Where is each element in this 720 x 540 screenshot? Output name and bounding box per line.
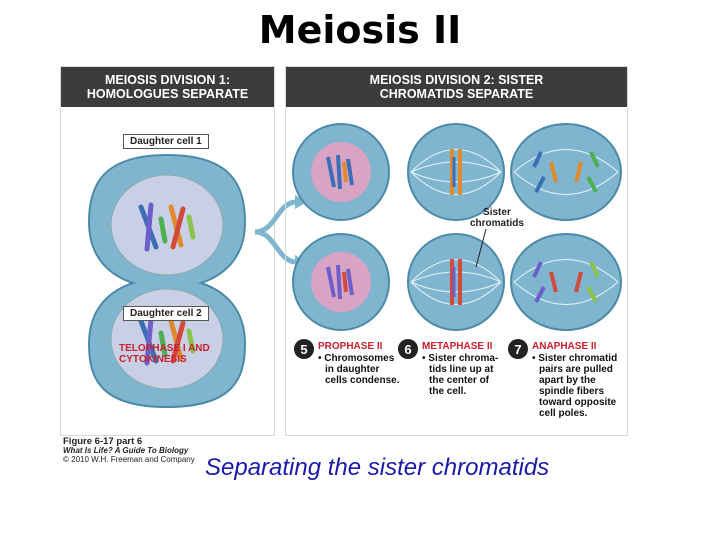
- telophase-label-line2: CYTOKINESIS: [119, 354, 187, 365]
- stage-7-line: cell poles.: [539, 408, 588, 419]
- stage-6-line: tids line up at: [429, 364, 494, 375]
- stage-7-number: 7: [508, 339, 528, 359]
- panel2-header-line1: MEIOSIS DIVISION 2: SISTER: [369, 73, 544, 87]
- stage-6-text: • Sister chroma- tids line up at the cen…: [422, 353, 498, 397]
- caption-copyright: © 2010 W.H. Freeman and Company: [63, 455, 195, 464]
- prophase-cell-top: [292, 123, 390, 221]
- meiosis-2-cells-diagram: [292, 123, 622, 331]
- anaphase-cell-top: [510, 123, 622, 221]
- stage-6-title: METAPHASE II: [422, 341, 493, 352]
- telophase-label-line1: TELOPHASE I AND: [119, 343, 210, 354]
- sister-label-line2: chromatids: [470, 218, 524, 229]
- metaphase-cell-top: [407, 123, 505, 221]
- caption-book-title: What Is Life? A Guide To Biology: [63, 446, 189, 455]
- panel-meiosis-division-2: MEIOSIS DIVISION 2: SISTER CHROMATIDS SE…: [285, 66, 628, 436]
- stage-7-line: • Sister chromatid: [532, 353, 618, 364]
- sister-label-line1: Sister: [483, 207, 511, 218]
- stage-7-line: spindle fibers: [539, 386, 605, 397]
- panel-meiosis-division-1: MEIOSIS DIVISION 1: HOMOLOGUES SEPARATE: [60, 66, 275, 436]
- stage-7-line: pairs are pulled: [539, 364, 613, 375]
- slide-title: Meiosis II: [258, 8, 462, 52]
- stage-5-line: in daughter: [325, 364, 380, 375]
- daughter-cell-1-label: Daughter cell 1: [123, 134, 209, 149]
- stage-7-line: apart by the: [539, 375, 596, 386]
- stage-7-line: toward opposite: [539, 397, 617, 408]
- stage-5-line: cells condense.: [325, 375, 400, 386]
- panel1-header-line2: HOMOLOGUES SEPARATE: [86, 87, 249, 101]
- stage-5-number: 5: [294, 339, 314, 359]
- daughter-cell-2-label: Daughter cell 2: [123, 306, 209, 321]
- figure: MEIOSIS DIVISION 1: HOMOLOGUES SEPARATE: [60, 66, 630, 440]
- stage-6-line: the center of: [429, 375, 490, 386]
- stage-7-text: • Sister chromatid pairs are pulled apar…: [532, 353, 617, 419]
- telophase-label: TELOPHASE I AND CYTOKINESIS: [119, 343, 210, 365]
- sister-chromatids-label: Sister chromatids: [470, 207, 524, 229]
- slide-subtitle: Separating the sister chromatids: [205, 454, 550, 481]
- stage-5-text: • Chromosomes in daughter cells condense…: [318, 353, 399, 386]
- stage-6-number: 6: [398, 339, 418, 359]
- figure-caption: Figure 6-17 part 6 What Is Life? A Guide…: [63, 437, 195, 464]
- caption-figure-number: Figure 6-17 part 6: [63, 436, 143, 447]
- panel2-header-line2: CHROMATIDS SEPARATE: [379, 87, 534, 101]
- stage-5-title: PROPHASE II: [318, 341, 383, 352]
- metaphase-cell-bottom: [407, 233, 505, 331]
- anaphase-cell-bottom: [510, 233, 622, 331]
- panel2-header: MEIOSIS DIVISION 2: SISTER CHROMATIDS SE…: [286, 67, 627, 107]
- stage-6-line: the cell.: [429, 386, 467, 397]
- stage-7-title: ANAPHASE II: [532, 341, 597, 352]
- stage-5-line: • Chromosomes: [318, 353, 395, 364]
- telophase-cells-diagram: [87, 153, 247, 409]
- prophase-cell-bottom: [292, 233, 390, 331]
- panel1-header-line1: MEIOSIS DIVISION 1:: [104, 73, 231, 87]
- panel1-header: MEIOSIS DIVISION 1: HOMOLOGUES SEPARATE: [61, 67, 274, 107]
- stage-6-line: • Sister chroma-: [422, 353, 499, 364]
